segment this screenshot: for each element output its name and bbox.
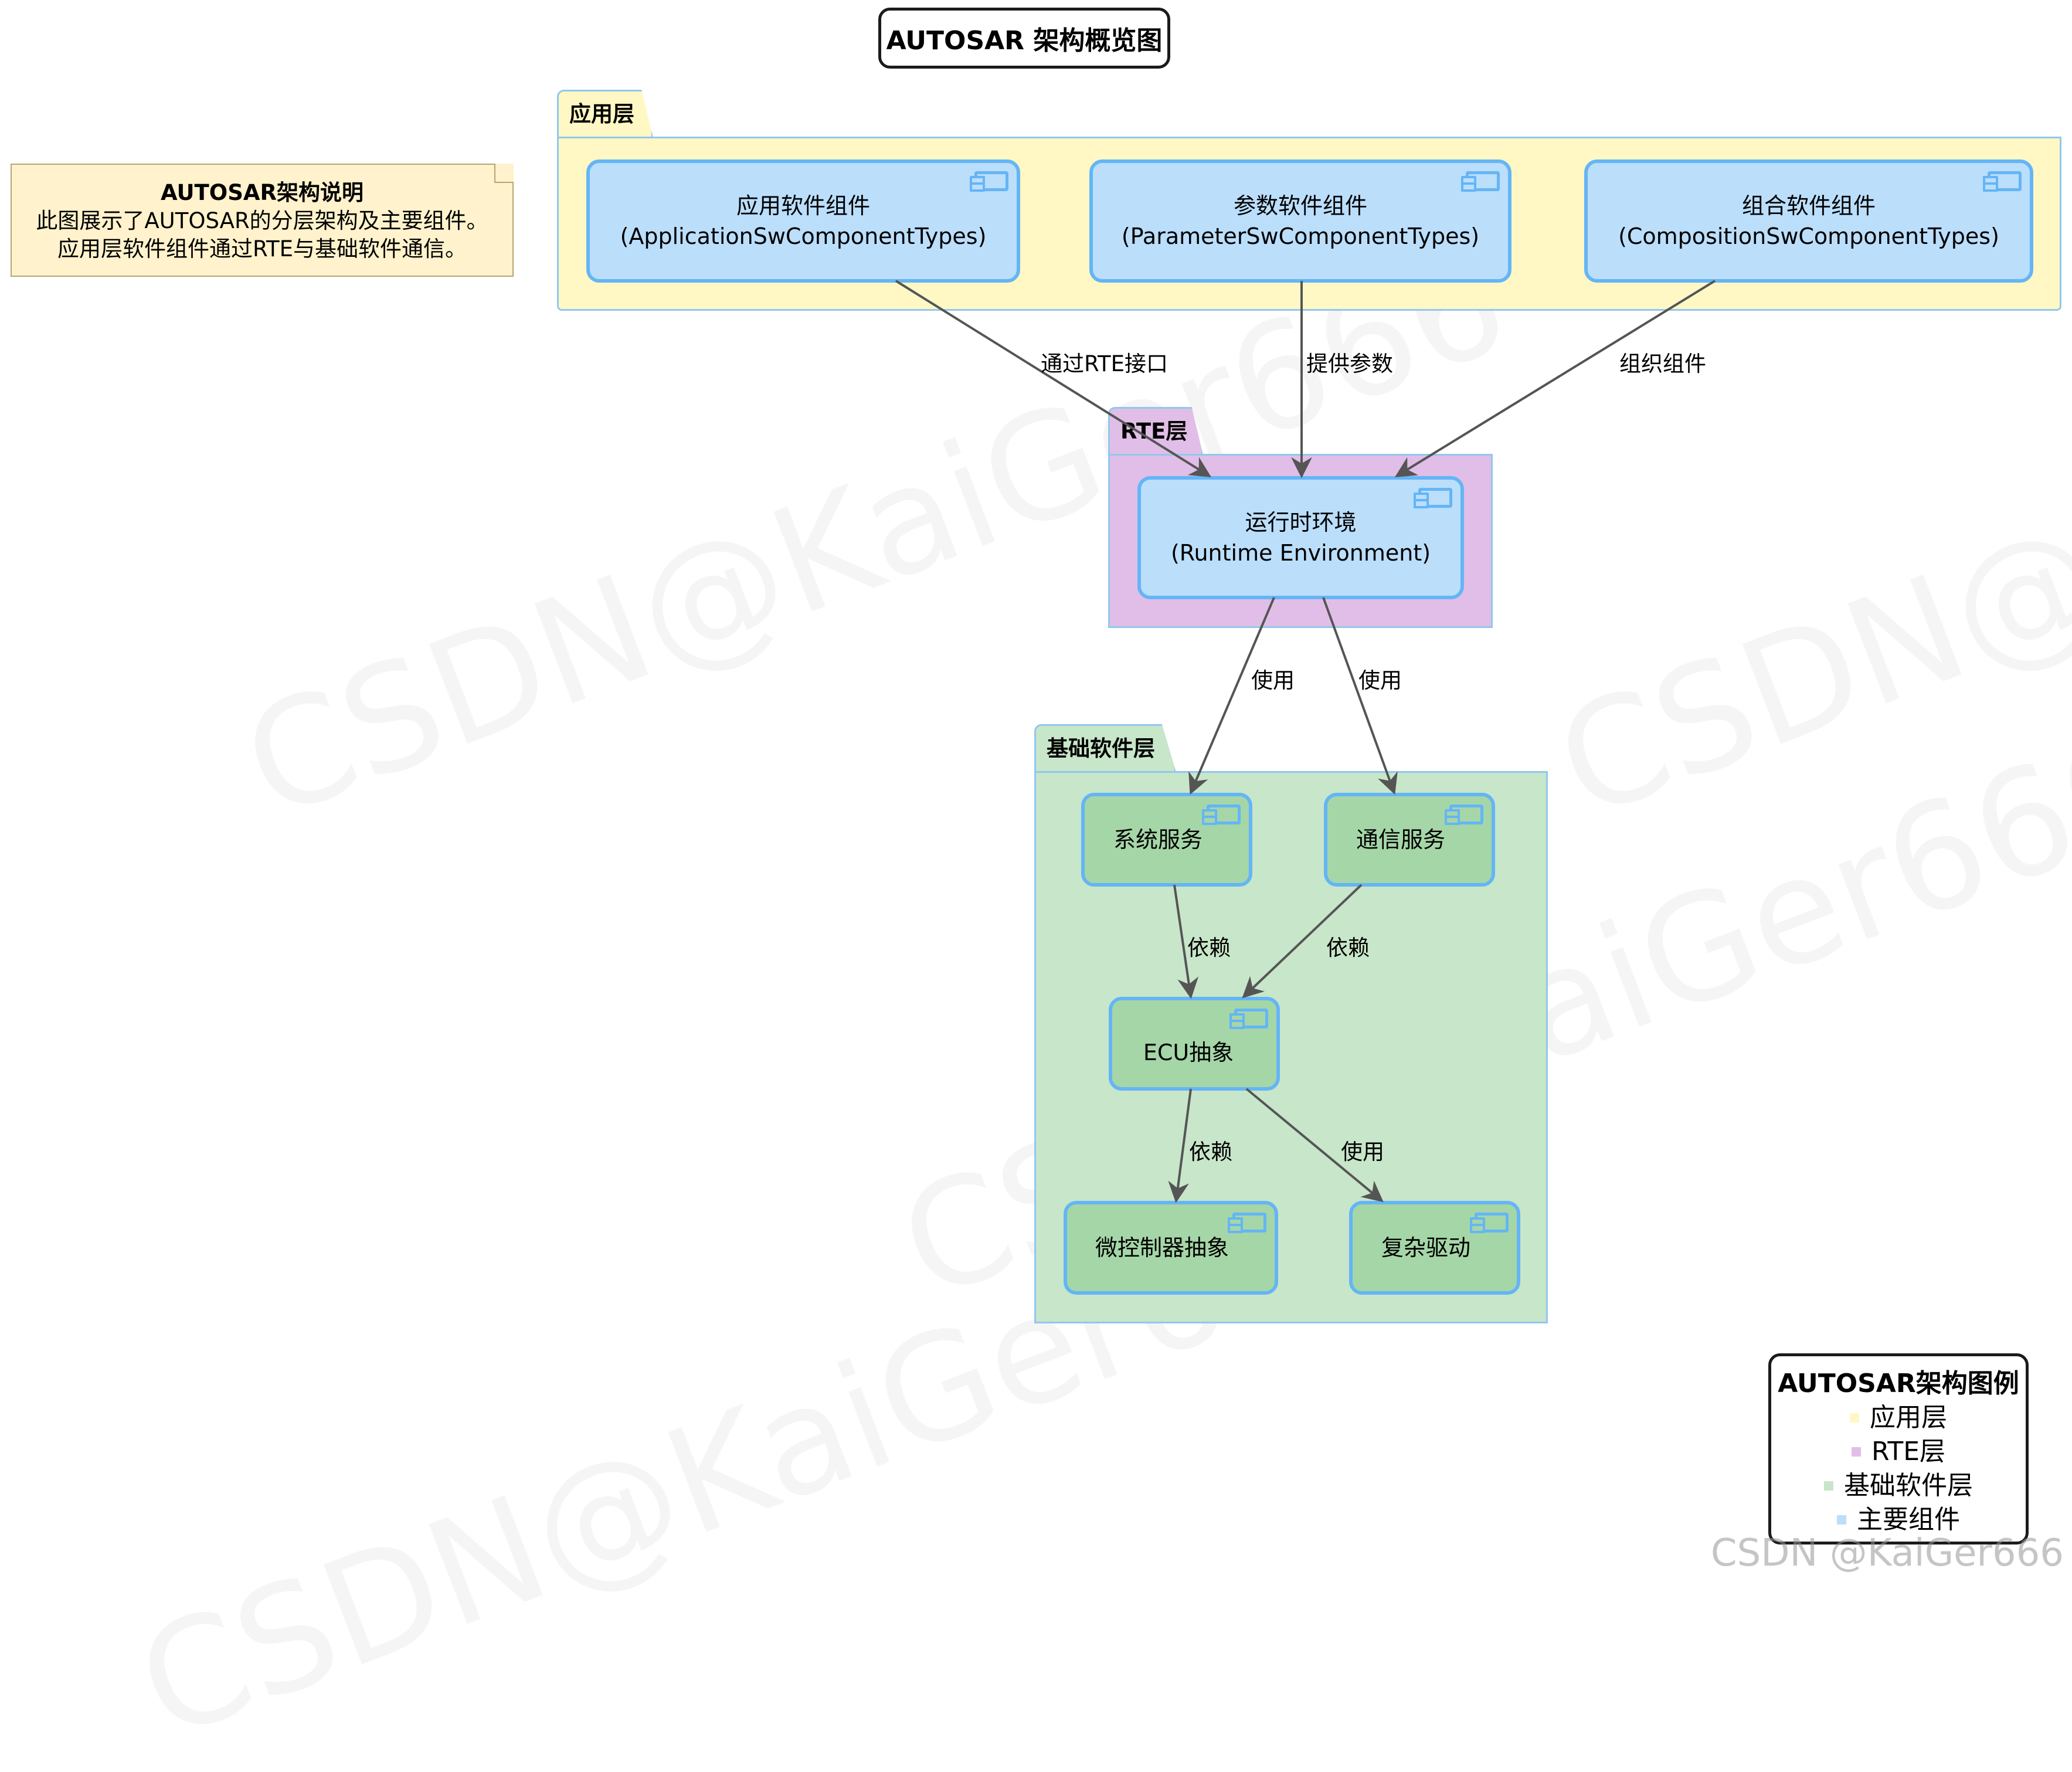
legend-label: 应用层 — [1870, 1403, 1947, 1432]
component-application-sw: 应用软件组件 (ApplicationSwComponentTypes) — [586, 159, 1020, 283]
legend-swatch — [1850, 1413, 1859, 1423]
component-icon — [1414, 488, 1452, 508]
component-label: 应用软件组件 — [736, 193, 870, 219]
component-sublabel: (CompositionSwComponentTypes) — [1618, 223, 1999, 249]
component-icon — [1461, 171, 1500, 192]
component-ecu-abstraction: ECU抽象 — [1109, 997, 1280, 1091]
legend-item-app-layer: 应用层 — [1771, 1401, 2026, 1435]
legend-title: AUTOSAR架构图例 — [1778, 1369, 2019, 1398]
component-communication-services: 通信服务 — [1324, 793, 1495, 887]
csdn-credit: CSDN @KaiGer666 — [1710, 1532, 2064, 1575]
edge-label: 组织组件 — [1619, 351, 1706, 376]
edge-label: 通过RTE接口 — [1041, 351, 1168, 376]
component-label: 系统服务 — [1113, 827, 1203, 853]
component-label: 运行时环境 — [1245, 510, 1357, 535]
edge-label: 使用 — [1358, 668, 1402, 693]
note-fold-corner — [494, 164, 514, 183]
legend-item-rte-layer: RTE层 — [1771, 1435, 2026, 1469]
package-tab-bsw-layer: 基础软件层 — [1034, 724, 1176, 772]
package-tab-rte-layer: RTE层 — [1108, 407, 1203, 455]
component-runtime-environment: 运行时环境 (Runtime Environment) — [1137, 476, 1464, 599]
legend: AUTOSAR架构图例 应用层 RTE层 基础软件层 主要组件 — [1768, 1353, 2029, 1544]
component-system-services: 系统服务 — [1081, 793, 1252, 887]
note-line: 应用层软件组件通过RTE与基础软件通信。 — [57, 236, 467, 262]
component-parameter-sw: 参数软件组件 (ParameterSwComponentTypes) — [1089, 159, 1511, 283]
component-label: 复杂驱动 — [1381, 1235, 1470, 1261]
component-icon — [1470, 1213, 1509, 1233]
component-label: 组合软件组件 — [1741, 193, 1876, 219]
edge-label: 使用 — [1251, 668, 1295, 693]
component-icon — [1445, 804, 1483, 825]
package-tab-app-layer: 应用层 — [557, 90, 653, 138]
component-sublabel: (ParameterSwComponentTypes) — [1121, 223, 1480, 249]
component-icon — [1228, 1213, 1266, 1233]
component-label: 微控制器抽象 — [1095, 1235, 1229, 1261]
edge-label: 依赖 — [1326, 935, 1370, 960]
component-sublabel: (Runtime Environment) — [1170, 540, 1431, 566]
component-composition-sw: 组合软件组件 (CompositionSwComponentTypes) — [1584, 159, 2033, 283]
component-icon — [1983, 171, 2022, 192]
component-icon — [1229, 1009, 1268, 1029]
component-icon — [970, 171, 1008, 192]
legend-swatch — [1824, 1481, 1833, 1491]
edge-label: 使用 — [1341, 1139, 1384, 1165]
component-label: 参数软件组件 — [1233, 193, 1367, 219]
component-icon — [1202, 804, 1241, 825]
note-title: AUTOSAR架构说明 — [160, 180, 364, 205]
note-box: AUTOSAR架构说明 此图展示了AUTOSAR的分层架构及主要组件。 应用层软… — [11, 164, 514, 277]
legend-label: 主要组件 — [1857, 1505, 1960, 1535]
legend-swatch — [1851, 1447, 1861, 1457]
component-label: 通信服务 — [1356, 827, 1445, 853]
component-complex-drivers: 复杂驱动 — [1349, 1201, 1520, 1295]
legend-label: 基础软件层 — [1844, 1471, 1973, 1501]
legend-swatch — [1837, 1515, 1846, 1525]
edge-label: 依赖 — [1187, 935, 1231, 960]
legend-item-main-component: 主要组件 — [1771, 1503, 2026, 1537]
component-label: ECU抽象 — [1143, 1040, 1234, 1065]
diagram-title: AUTOSAR 架构概览图 — [878, 8, 1170, 69]
note-line: 此图展示了AUTOSAR的分层架构及主要组件。 — [36, 208, 488, 233]
component-sublabel: (ApplicationSwComponentTypes) — [620, 223, 987, 249]
edge-label: 提供参数 — [1306, 351, 1393, 376]
component-microcontroller-abstraction: 微控制器抽象 — [1064, 1201, 1278, 1295]
legend-item-bsw-layer: 基础软件层 — [1771, 1469, 2026, 1503]
edge-label: 依赖 — [1189, 1139, 1232, 1165]
legend-label: RTE层 — [1871, 1437, 1946, 1467]
